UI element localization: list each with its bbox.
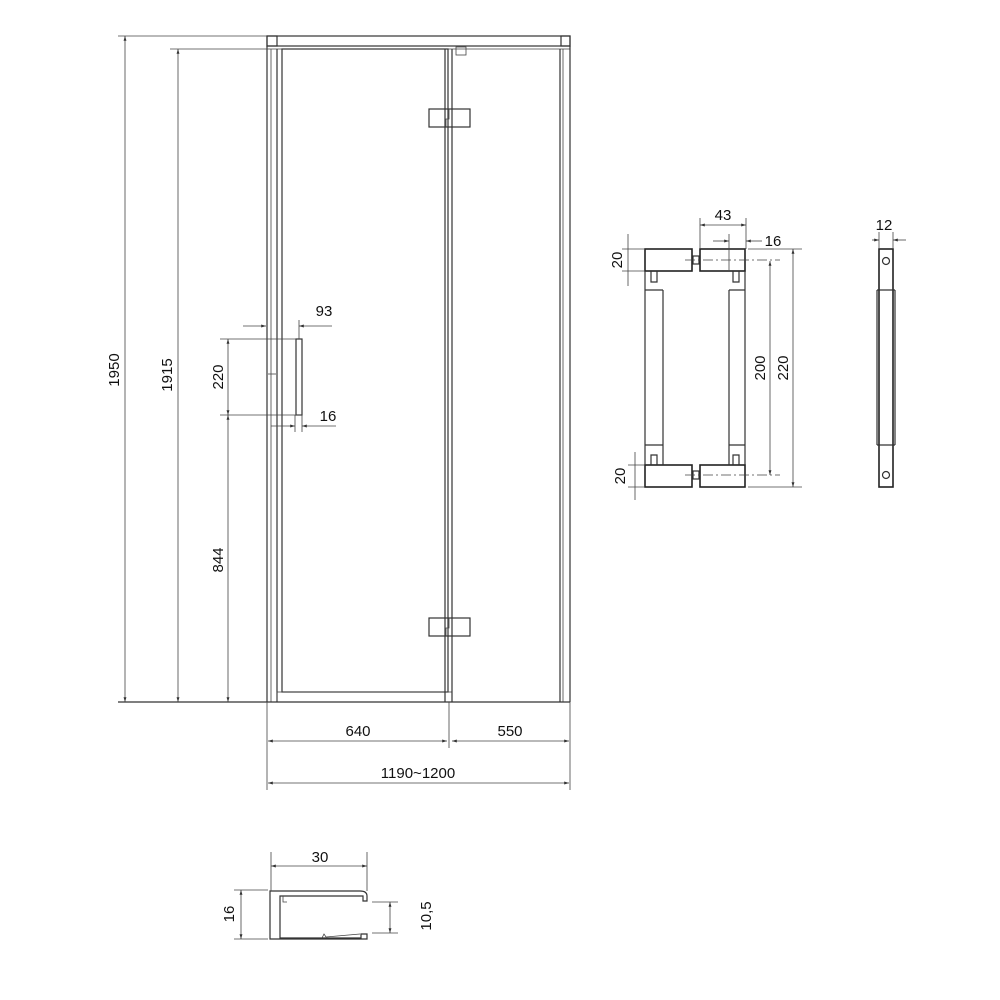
dim-door-width: 640 [345, 723, 370, 740]
dim-panel-height: 1915 [159, 358, 176, 391]
dim-overall-length: 220 [775, 355, 792, 380]
dim-total-height: 1950 [106, 353, 123, 386]
dim-bar-width: 16 [765, 233, 782, 250]
dim-side-width: 12 [876, 217, 893, 234]
dim-bottom-block: 20 [612, 468, 629, 485]
profile-section-view [234, 852, 398, 940]
handle-dimension-labels: 43 16 20 20 200 220 12 [609, 207, 892, 484]
handle-detail-view [622, 218, 906, 500]
profile-dimension-labels: 30 16 10,5 [221, 849, 435, 931]
dim-hole-spacing: 200 [752, 355, 769, 380]
dim-handle-height: 220 [210, 364, 227, 389]
dim-profile-width: 30 [312, 849, 329, 866]
shower-enclosure-front-view [118, 35, 571, 790]
dim-handle-depth: 16 [320, 408, 337, 425]
dim-profile-height: 16 [221, 906, 238, 923]
dim-fixed-panel-width: 550 [497, 723, 522, 740]
dim-profile-inner-height: 10,5 [418, 901, 435, 930]
dim-handle-offset: 93 [316, 303, 333, 320]
dim-total-width: 1190~1200 [381, 765, 455, 782]
hinge-bottom [428, 617, 471, 637]
dim-mount-depth: 43 [715, 207, 732, 224]
handle-side-view [872, 232, 906, 488]
dim-handle-position: 844 [210, 547, 227, 572]
main-dimension-labels: 1950 1915 220 844 93 16 640 550 1190~120… [106, 303, 523, 782]
door-handle [268, 338, 303, 416]
hinge-top [428, 108, 471, 128]
dim-top-block: 20 [609, 252, 626, 269]
